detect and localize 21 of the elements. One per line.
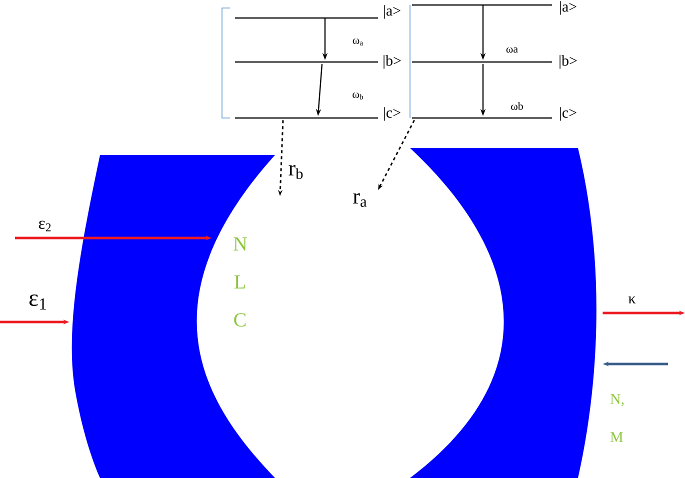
edge-label: ε$_{1}$ [29, 294, 46, 310]
frequency-label: ωb [511, 102, 523, 110]
level-label: |b> [384, 55, 401, 69]
level-label: |c> [384, 107, 400, 121]
mirror [410, 148, 596, 478]
frequency-label: ω$_{b}$ [352, 92, 363, 100]
edge-label: r$_{a}$ [353, 193, 367, 207]
edge-label: r$_{b}$ [288, 164, 303, 180]
level-label: |a> [384, 5, 400, 19]
level-label: |a> [560, 1, 576, 15]
medium-label: N, M [610, 394, 624, 442]
frequency-label: ω$_{a}$ [352, 38, 363, 46]
node-text: |a> |b> |c> ω$_{a}$ ω$_{b}$ [352, 5, 401, 121]
level-label: |b> [560, 55, 577, 69]
mirror [72, 155, 275, 478]
edge-label: κ [628, 296, 636, 304]
frequency-label: ωa [506, 47, 518, 53]
node-text: |a> |b> |c> ωa ωb [506, 1, 577, 121]
level-label: |c> [560, 107, 576, 121]
medium-label: N L C [234, 237, 247, 327]
edge-label: ε$_{2}$ [38, 220, 51, 232]
